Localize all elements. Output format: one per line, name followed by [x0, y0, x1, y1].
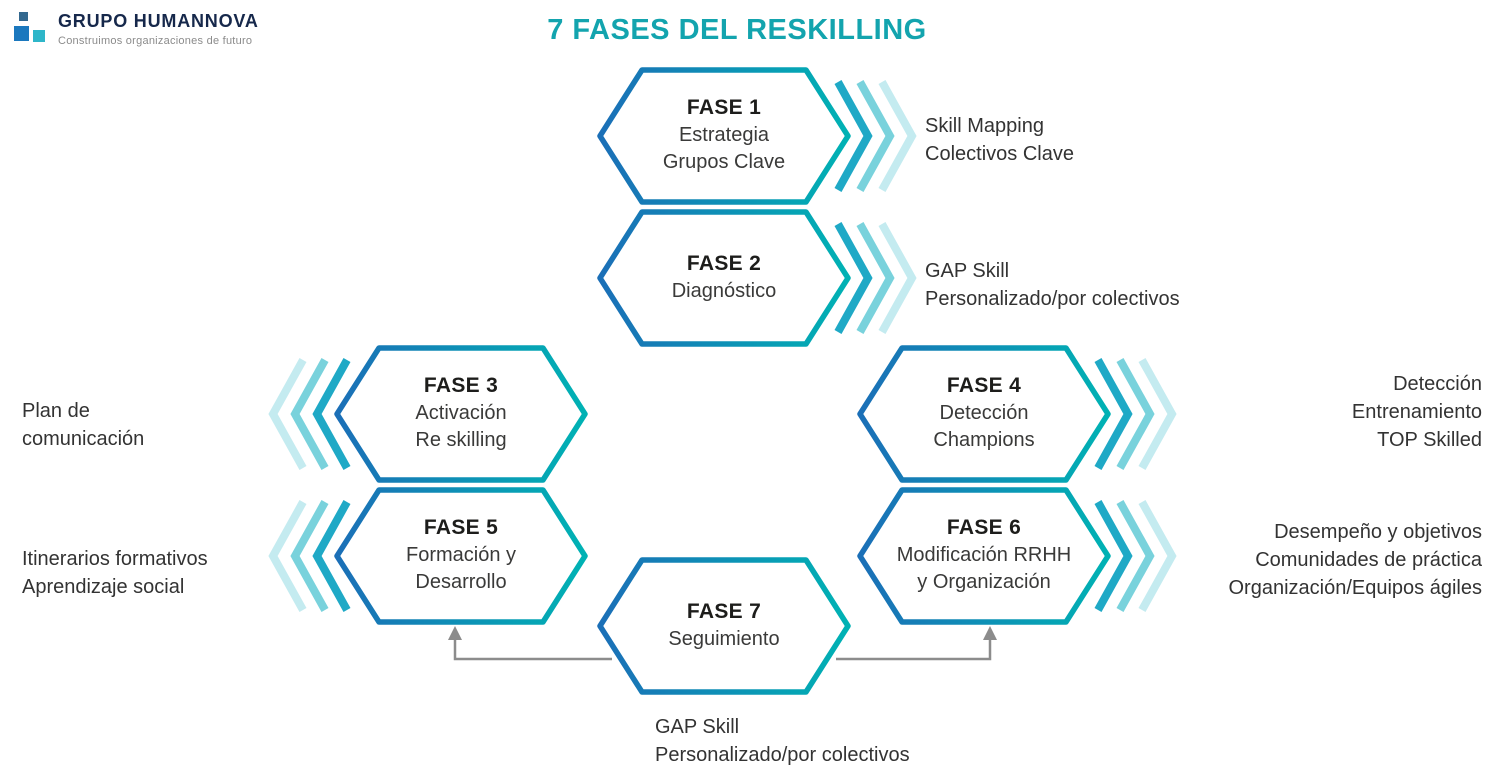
chevrons-left-fase3-icon: [268, 358, 351, 470]
fase-6-text: FASE 6 Modificación RRHH y Organización: [864, 490, 1104, 622]
feedback-arrow-left: [448, 626, 612, 661]
annotation-fase-2: GAP Skill Personalizado/por colectivos: [925, 260, 1180, 310]
annotation-fase-7: GAP Skill Personalizado/por colectivos: [655, 716, 910, 766]
logo: GRUPO HUMANNOVA Construimos organizacion…: [12, 10, 259, 52]
fase-5-label: FASE 5: [423, 516, 499, 539]
chevrons-right-fase2-icon: [834, 222, 917, 334]
fase-3-body: Activación Re skilling: [415, 402, 507, 451]
fase-5-body: Formación y Desarrollo: [405, 544, 517, 593]
fase-4-body: Detección Champions: [933, 402, 1035, 451]
fase-1-hexagon: [597, 67, 851, 205]
logo-squares-icon: [12, 10, 50, 52]
fase-6-hexagon: [857, 487, 1111, 625]
fase-3-label: FASE 3: [423, 374, 499, 397]
chevrons-right-fase4-icon: [1094, 358, 1177, 470]
annotation-fase-4: Detección Entrenamiento TOP Skilled: [1351, 373, 1482, 451]
fase-1-body: Estrategia Grupos Clave: [662, 124, 786, 173]
fase-4-hexagon: [857, 345, 1111, 483]
fase-7-text: FASE 7 Seguimiento: [604, 560, 844, 692]
annotation-fase-3: Plan de comunicación: [22, 400, 145, 450]
fase-7-hexagon: [597, 557, 851, 695]
fase-1-label: FASE 1: [686, 96, 762, 119]
fase-5-text: FASE 5 Formación y Desarrollo: [341, 490, 581, 622]
chevrons-right-fase6-icon: [1094, 500, 1177, 612]
logo-subtitle: Construimos organizaciones de futuro: [58, 35, 253, 47]
fase-4-text: FASE 4 Detección Champions: [864, 348, 1104, 480]
fase-2-label: FASE 2: [686, 251, 762, 275]
logo-title: GRUPO HUMANNOVA: [58, 11, 259, 31]
fase-2-body: Diagnóstico: [671, 279, 777, 302]
feedback-arrow-right: [836, 626, 997, 661]
fase-6-label: FASE 6: [946, 516, 1022, 539]
arrow-up-icon: [448, 626, 462, 640]
fase-3-text: FASE 3 Activación Re skilling: [341, 348, 581, 480]
arrow-up-icon: [983, 626, 997, 640]
annotation-fase-6: Desempeño y objetivos Comunidades de prá…: [1228, 521, 1483, 599]
chevrons-left-fase5-icon: [268, 500, 351, 612]
fase-2-text: FASE 2 Diagnóstico: [604, 212, 844, 344]
page-title: 7 FASES DEL RESKILLING: [547, 14, 927, 46]
annotation-fase-5: Itinerarios formativos Aprendizaje socia…: [22, 548, 208, 598]
fase-1-text: FASE 1 Estrategia Grupos Clave: [604, 70, 844, 202]
fase-3-hexagon: [334, 345, 588, 483]
fase-7-label: FASE 7: [686, 599, 762, 623]
fase-6-body: Modificación RRHH y Organización: [896, 544, 1072, 593]
annotation-fase-1: Skill Mapping Colectivos Clave: [925, 115, 1074, 165]
fase-2-hexagon: [597, 209, 851, 347]
chevrons-right-fase1-icon: [834, 80, 917, 192]
fase-5-hexagon: [334, 487, 588, 625]
fase-4-label: FASE 4: [946, 374, 1022, 397]
fase-7-body: Seguimiento: [668, 627, 780, 650]
